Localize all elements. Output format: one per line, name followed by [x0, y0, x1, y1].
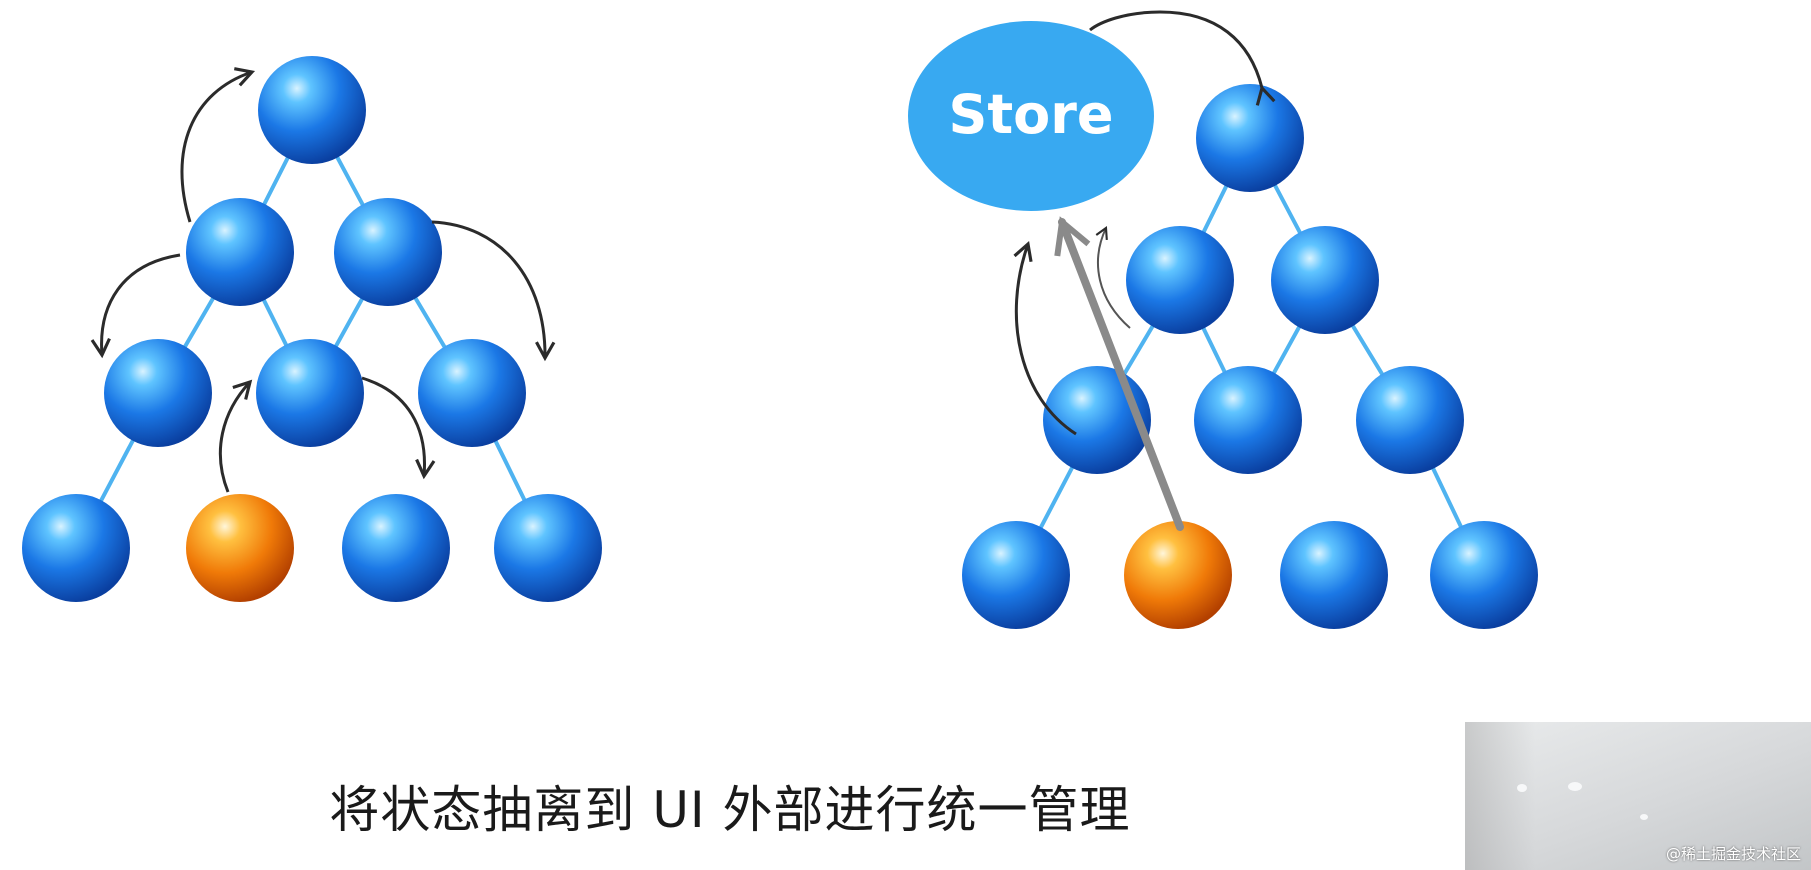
- webcam-light-spot: [1568, 782, 1582, 791]
- right-node: [1356, 366, 1464, 474]
- caption: 将状态抽离到 UI 外部进行统一管理: [329, 781, 1131, 839]
- right-tree-nodes: [962, 84, 1538, 629]
- left-node: [22, 494, 130, 602]
- webcam-shadow: [1465, 722, 1535, 870]
- right-node: [1271, 226, 1379, 334]
- store-feedback-arrow: [1095, 226, 1131, 329]
- store-to-node-arrow: [1089, 10, 1276, 106]
- left-node: [418, 339, 526, 447]
- right-store-arrows: [1013, 10, 1276, 531]
- store-label: Store: [948, 83, 1113, 146]
- left-node: [186, 198, 294, 306]
- arrow: [361, 376, 436, 480]
- left-node: [258, 56, 366, 164]
- webcam-light-spot: [1640, 814, 1648, 820]
- left-propagation-arrows: [90, 67, 556, 493]
- right-tree-edges: [1014, 136, 1486, 577]
- left-node: [342, 494, 450, 602]
- watermark: @稀土掘金技术社区: [1665, 845, 1801, 863]
- right-node: [1430, 521, 1538, 629]
- left-node: [104, 339, 212, 447]
- left-source-node-orange: [186, 494, 294, 602]
- right-node: [1196, 84, 1304, 192]
- left-tree-edges: [74, 108, 550, 550]
- left-tree-nodes: [22, 56, 602, 602]
- left-node: [334, 198, 442, 306]
- right-node: [1280, 521, 1388, 629]
- right-node: [1194, 366, 1302, 474]
- webcam-light-spot: [1517, 784, 1527, 792]
- source-to-store-arrow: [1054, 216, 1184, 531]
- left-node: [256, 339, 364, 447]
- store-ellipse: [908, 21, 1154, 211]
- node-to-store-arrow: [1013, 240, 1077, 436]
- arrow: [218, 379, 253, 493]
- left-node: [494, 494, 602, 602]
- right-source-node-orange: [1124, 521, 1232, 629]
- right-node: [962, 521, 1070, 629]
- webcam-overlay: @稀土掘金技术社区: [1465, 722, 1811, 870]
- arrow: [90, 253, 181, 359]
- arrow: [180, 67, 256, 223]
- arrow: [431, 220, 556, 362]
- right-node: [1126, 226, 1234, 334]
- store: Store: [908, 21, 1154, 211]
